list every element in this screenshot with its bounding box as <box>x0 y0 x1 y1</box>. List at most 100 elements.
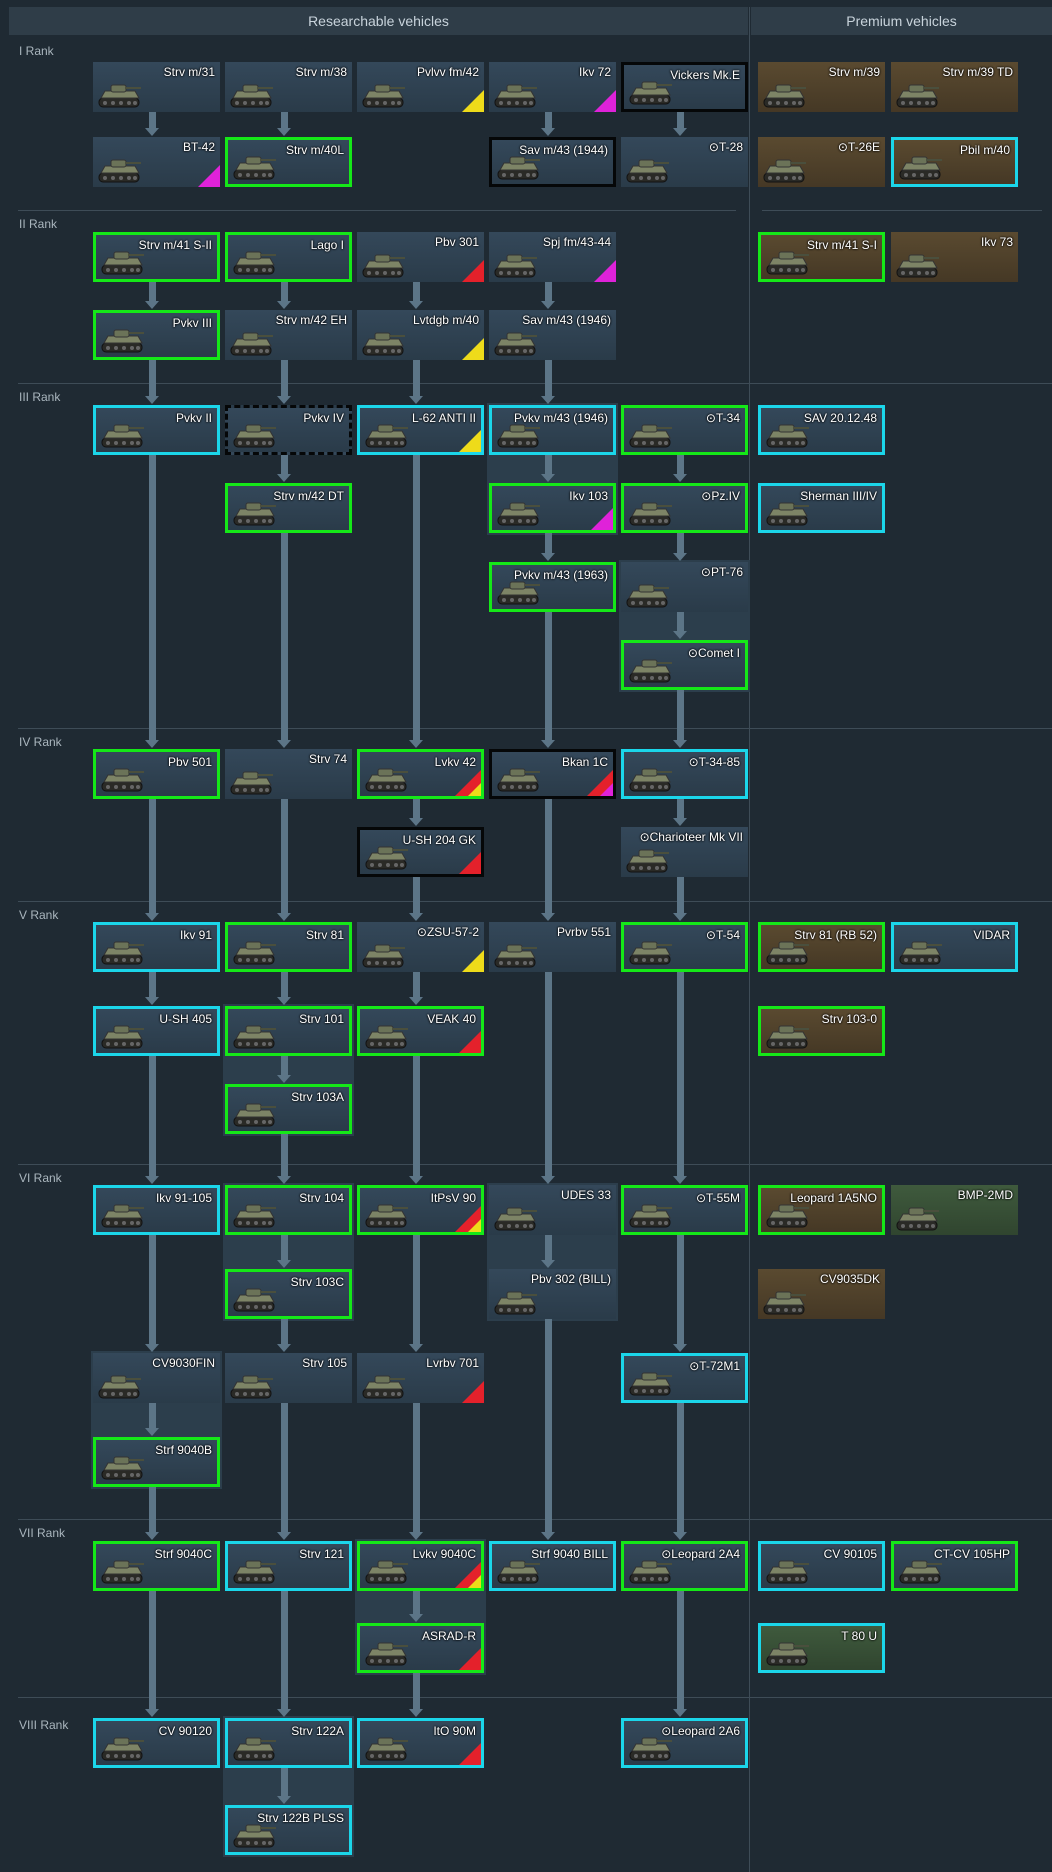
vehicle-card[interactable]: BT-42 <box>93 137 220 187</box>
vehicle-name: ASRAD-R <box>421 1629 476 1643</box>
vehicle-card[interactable]: ⊙Leopard 2A6 <box>621 1718 748 1768</box>
vehicle-card[interactable]: UDES 33 <box>489 1185 616 1235</box>
vehicle-card[interactable]: Strv m/42 EH <box>225 310 352 360</box>
vehicle-name: BMP-2MD <box>957 1188 1013 1202</box>
vehicle-card[interactable]: Pvkv III <box>93 310 220 360</box>
vehicle-card[interactable]: Strv m/41 S-I <box>758 232 885 282</box>
vehicle-card[interactable]: Bkan 1C <box>489 749 616 799</box>
vehicle-card[interactable]: VIDAR <box>891 922 1018 972</box>
vehicle-card[interactable]: ⊙T-34 <box>621 405 748 455</box>
vehicle-card[interactable]: Sav m/43 (1944) <box>489 137 616 187</box>
vehicle-card[interactable]: Strv 101 <box>225 1006 352 1056</box>
vehicle-card[interactable]: Ikv 73 <box>891 232 1018 282</box>
vehicle-card[interactable]: VEAK 40 <box>357 1006 484 1056</box>
vehicle-card[interactable]: Strv 74 <box>225 749 352 799</box>
vehicle-card[interactable]: Pbv 501 <box>93 749 220 799</box>
vehicle-card[interactable]: Pbv 301 <box>357 232 484 282</box>
vehicle-card[interactable]: Pbv 302 (BILL) <box>489 1269 616 1319</box>
vehicle-card[interactable]: Strf 9040B <box>93 1437 220 1487</box>
rank-label: II Rank <box>19 217 58 231</box>
vehicle-card[interactable]: Strv 105 <box>225 1353 352 1403</box>
vehicle-card[interactable]: Ikv 91-105 <box>93 1185 220 1235</box>
vehicle-card[interactable]: Ikv 72 <box>489 62 616 112</box>
vehicle-card[interactable]: BMP-2MD <box>891 1185 1018 1235</box>
vehicle-name: BT-42 <box>182 140 215 154</box>
vehicle-card[interactable]: Leopard 1A5NO <box>758 1185 885 1235</box>
vehicle-card[interactable]: Strv m/39 <box>758 62 885 112</box>
vehicle-card[interactable]: U-SH 405 <box>93 1006 220 1056</box>
vehicle-card[interactable]: Lvkv 42 <box>357 749 484 799</box>
vehicle-card[interactable]: Strv 103A <box>225 1084 352 1134</box>
tree-connector <box>676 1235 684 1345</box>
vehicle-card[interactable]: Strf 9040 BILL <box>489 1541 616 1591</box>
vehicle-card[interactable]: Strv 81 (RB 52) <box>758 922 885 972</box>
vehicle-card[interactable]: Strv 122B PLSS <box>225 1805 352 1855</box>
vehicle-card[interactable]: Sav m/43 (1946) <box>489 310 616 360</box>
vehicle-card[interactable]: Strv 122A <box>225 1718 352 1768</box>
vehicle-card[interactable]: Pvkv m/43 (1963) <box>489 562 616 612</box>
tree-connector <box>544 533 552 554</box>
vehicle-card[interactable]: ⊙T-55M <box>621 1185 748 1235</box>
tank-icon <box>100 420 146 450</box>
vehicle-card[interactable]: Pvrbv 551 <box>489 922 616 972</box>
vehicle-card[interactable]: ⊙T-54 <box>621 922 748 972</box>
vehicle-card[interactable]: Pvkv IV <box>225 405 352 455</box>
tank-icon <box>364 764 410 794</box>
vehicle-card[interactable]: Strv m/38 <box>225 62 352 112</box>
vehicle-card[interactable]: SAV 20.12.48 <box>758 405 885 455</box>
vehicle-card[interactable]: CV 90120 <box>93 1718 220 1768</box>
vehicle-card[interactable]: Ikv 91 <box>93 922 220 972</box>
vehicle-card[interactable]: ⊙T-28 <box>621 137 748 187</box>
vehicle-card[interactable]: CV9035DK <box>758 1269 885 1319</box>
vehicle-card[interactable]: Pvkv II <box>93 405 220 455</box>
vehicle-card[interactable]: Lago I <box>225 232 352 282</box>
vehicle-card[interactable]: Strv 103C <box>225 1269 352 1319</box>
vehicle-name: Strf 9040C <box>154 1547 212 1561</box>
connector-arrow <box>276 1260 291 1268</box>
vehicle-card[interactable]: ItPsV 90 <box>357 1185 484 1235</box>
vehicle-card[interactable]: ⊙Charioteer Mk VII <box>621 827 748 877</box>
vehicle-card[interactable]: Pvkv m/43 (1946) <box>489 405 616 455</box>
vehicle-card[interactable]: Strv 81 <box>225 922 352 972</box>
vehicle-card[interactable]: ⊙PT-76 <box>621 562 748 612</box>
vehicle-card[interactable]: ⊙Comet I <box>621 640 748 690</box>
vehicle-card[interactable]: Vickers Mk.E <box>621 62 748 112</box>
vehicle-card[interactable]: ⊙ZSU-57-2 <box>357 922 484 972</box>
vehicle-card[interactable]: ItO 90M <box>357 1718 484 1768</box>
vehicle-card[interactable]: Lvrbv 701 <box>357 1353 484 1403</box>
tank-icon <box>765 1021 811 1051</box>
vehicle-card[interactable]: CT-CV 105HP <box>891 1541 1018 1591</box>
vehicle-card[interactable]: CV 90105 <box>758 1541 885 1591</box>
vehicle-card[interactable]: Strv m/42 DT <box>225 483 352 533</box>
vehicle-card[interactable]: Spj fm/43-44 <box>489 232 616 282</box>
vehicle-card[interactable]: Sherman III/IV <box>758 483 885 533</box>
rank-label: VI Rank <box>19 1171 62 1185</box>
vehicle-card[interactable]: ⊙T-26E <box>758 137 885 187</box>
vehicle-card[interactable]: Strv 103-0 <box>758 1006 885 1056</box>
vehicle-card[interactable]: Lvkv 9040C <box>357 1541 484 1591</box>
vehicle-card[interactable]: ⊙T-72M1 <box>621 1353 748 1403</box>
vehicle-card[interactable]: ⊙Leopard 2A4 <box>621 1541 748 1591</box>
vehicle-card[interactable]: ⊙T-34-85 <box>621 749 748 799</box>
vehicle-card[interactable]: Strv 121 <box>225 1541 352 1591</box>
vehicle-card[interactable]: Lvtdgb m/40 <box>357 310 484 360</box>
connector-arrow <box>540 740 555 748</box>
vehicle-card[interactable]: Pvlvv fm/42 <box>357 62 484 112</box>
vehicle-card[interactable]: Ikv 103 <box>489 483 616 533</box>
vehicle-name: ⊙Charioteer Mk VII <box>639 830 743 844</box>
vehicle-card[interactable]: Strv 104 <box>225 1185 352 1235</box>
connector-arrow <box>540 128 555 136</box>
vehicle-card[interactable]: Strv m/39 TD <box>891 62 1018 112</box>
vehicle-card[interactable]: ⊙Pz.IV <box>621 483 748 533</box>
vehicle-card[interactable]: Pbil m/40 <box>891 137 1018 187</box>
vehicle-card[interactable]: CV9030FIN <box>93 1353 220 1403</box>
vehicle-card[interactable]: Strv m/31 <box>93 62 220 112</box>
vehicle-card[interactable]: Strf 9040C <box>93 1541 220 1591</box>
vehicle-card[interactable]: U-SH 204 GK <box>357 827 484 877</box>
vehicle-card[interactable]: Strv m/40L <box>225 137 352 187</box>
vehicle-card[interactable]: T 80 U <box>758 1623 885 1673</box>
tree-connector <box>280 1319 288 1345</box>
vehicle-card[interactable]: Strv m/41 S-II <box>93 232 220 282</box>
vehicle-card[interactable]: ASRAD-R <box>357 1623 484 1673</box>
vehicle-card[interactable]: L-62 ANTI II <box>357 405 484 455</box>
